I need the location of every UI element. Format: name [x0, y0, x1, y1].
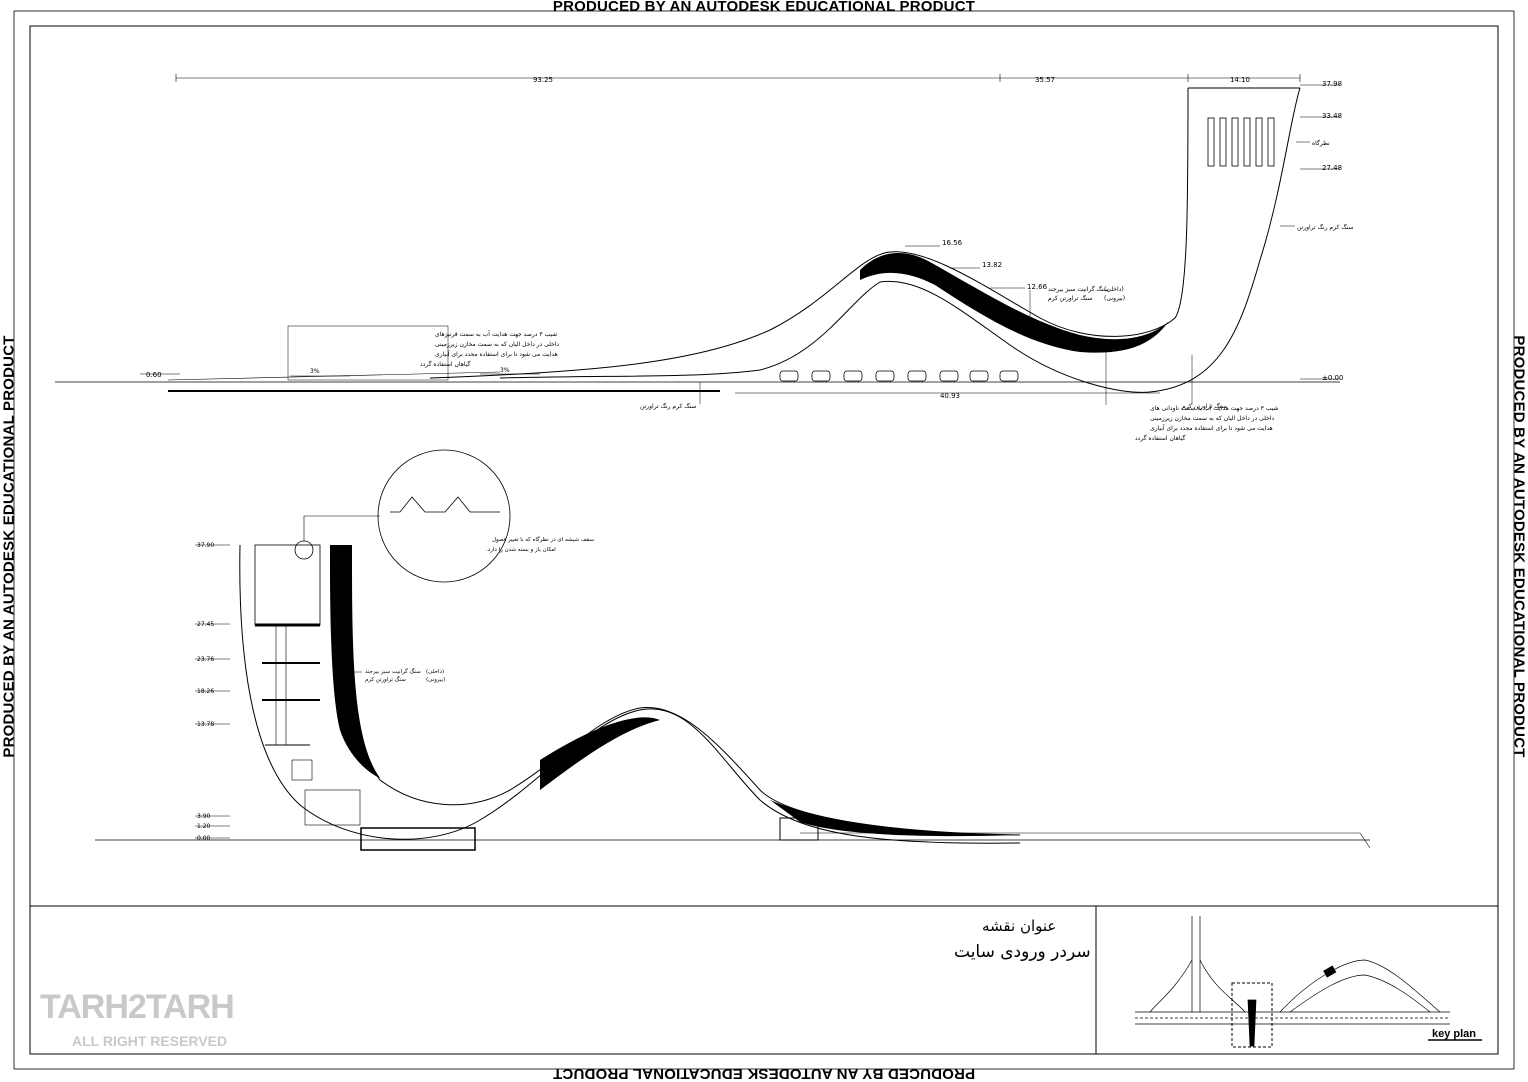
level-label: 0.00 [197, 835, 211, 842]
level-label: 12.66 [1027, 283, 1048, 291]
label-stone: سنگ کرم رنگ تراورتن [1297, 223, 1353, 231]
level-label: 27.45 [197, 621, 214, 628]
label-inner: (داخلی) [426, 669, 444, 675]
label-nazargah: نظرگاه [1312, 139, 1330, 147]
title-value: سردر ورودی سایت [954, 942, 1091, 962]
logo-tagline: ALL RIGHT RESERVED [72, 1033, 228, 1049]
level-label: 16.56 [942, 239, 963, 247]
slope-label: 3% [310, 368, 320, 375]
inner-border [29, 25, 1499, 1055]
note-line: شیب ۳ درصد جهت هدایت آب به سمت ناودانی ه… [1150, 403, 1279, 412]
level-label: 27.48 [1322, 164, 1342, 172]
key-plan-drawing [1135, 916, 1482, 1048]
slope-label: 3% [500, 367, 510, 374]
label-stone: سنگ تراورتن کرم [1182, 402, 1227, 410]
label-travertine: سنگ تراورتن کرم [1048, 294, 1093, 302]
elevation-drawing: 93.25 35.57 14.10 [55, 74, 1353, 442]
note-line: شیب ۳ درصد جهت هدایت آب به سمت قرنیزهای [435, 329, 557, 338]
key-plan-label: key plan [1432, 1028, 1477, 1040]
title-label: عنوان نقشه [982, 917, 1057, 935]
shell-inner [349, 544, 1021, 836]
dim-label: 40.93 [940, 392, 960, 400]
label-granite: سنگ گرانیت سبز بیرجند [1048, 285, 1109, 293]
level-label: 37.90 [197, 542, 214, 549]
dim-label: 14.10 [1230, 76, 1250, 84]
canopy-band [860, 252, 1168, 353]
dim-label: 35.57 [1035, 76, 1055, 84]
shell-band [330, 545, 380, 778]
note-line: داخلی در داخل الیان که به سمت مخازن زیرز… [435, 341, 560, 348]
note-line: داخلی در داخل الیان که به سمت مخازن زیرز… [1150, 415, 1275, 422]
detail-note-line: سقف شیشه ای در نظرگاه که با تغییر فصول [492, 536, 594, 543]
basement [360, 827, 476, 851]
detail-circle [377, 449, 511, 583]
car-row [779, 370, 1019, 382]
level-label: 13.82 [982, 261, 1002, 269]
label-outer: (بیرونی) [1104, 295, 1125, 302]
dim-label: 93.25 [533, 76, 553, 84]
nazargah-openings [1207, 117, 1275, 167]
outer-border [13, 10, 1515, 1070]
level-label: 13.78 [197, 721, 214, 728]
label-outer: (بیرونی) [426, 677, 445, 683]
canopy-outer [429, 87, 1189, 379]
level-label: ±0.00 [1322, 374, 1343, 382]
shell-outer [239, 544, 1021, 844]
level-label: 33.48 [1322, 112, 1342, 120]
label-inner: (داخلی) [1104, 286, 1124, 293]
section-drawing: سقف شیشه ای در نظرگاه که با تغییر فصول ا… [95, 449, 1371, 851]
level-label: 37.98 [1322, 80, 1342, 88]
ramp-slab [168, 390, 720, 392]
level-label: 3.90 [197, 813, 211, 820]
level-label: 23.76 [197, 656, 214, 663]
note-line: گیاهان استفاده گردد [420, 360, 471, 368]
canopy-inner [499, 87, 1301, 393]
level-label: 0.60 [146, 371, 162, 379]
note-line: گیاهان استفاده گردد [1135, 434, 1186, 442]
note-line: هدایت می شود تا برای استفاده مجدد برای آ… [1150, 423, 1273, 432]
level-label: 1.20 [197, 823, 211, 830]
label-stone: سنگ کرم رنگ تراورتن [640, 402, 696, 410]
level-label: 18.26 [197, 688, 214, 695]
detail-note-line: امکان باز و بسته شدن را دارد. [486, 546, 556, 553]
label-travertine: سنگ تراورتن کرم [365, 676, 406, 683]
label-granite: سنگ گرانیت سبز بیرجند [365, 668, 421, 675]
note-line: هدایت می شود تا برای استفاده مجدد برای آ… [435, 349, 558, 358]
logo: TARH2TARH [40, 988, 235, 1026]
